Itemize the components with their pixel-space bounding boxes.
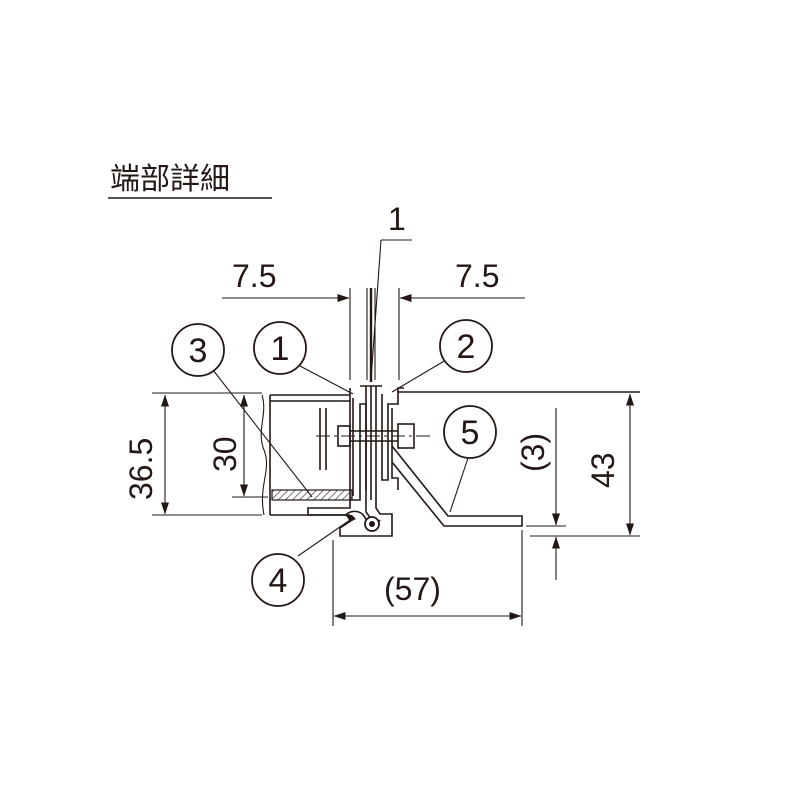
right-flashing-assembly <box>391 391 640 537</box>
center-joint-assembly <box>316 385 432 530</box>
dim-label-height-right: 43 <box>585 452 621 488</box>
leader-balloon-3 <box>212 369 313 498</box>
top-gap-dimensions: 7.5 7.5 1 <box>222 201 525 382</box>
balloon-5-circle <box>443 405 497 459</box>
balloon-5-label: 5 <box>461 414 480 452</box>
drawing-title: 端部詳細 <box>110 162 230 197</box>
balloon-2-label: 2 <box>457 328 476 366</box>
bottom-seal-assembly <box>308 510 393 537</box>
dim-label-height-inner: 30 <box>207 436 243 472</box>
dim-label-right-gap: 7.5 <box>455 258 499 294</box>
balloon-callouts: 3 1 2 5 4 <box>171 319 497 607</box>
seal-bead-core <box>369 521 375 527</box>
flashing-outer <box>391 445 523 527</box>
dim-label-bottom-width: (57) <box>384 571 441 607</box>
left-panel-break-line <box>260 394 268 516</box>
leader-balloon-1 <box>299 365 354 395</box>
left-vertical-dimensions: 36.5 30 <box>123 392 268 516</box>
title-group: 端部詳細 <box>108 162 272 199</box>
balloon-4-circle <box>251 553 305 607</box>
dim-label-height-outer: 36.5 <box>123 438 159 500</box>
dim-label-left-gap: 7.5 <box>232 258 276 294</box>
balloon-2-circle <box>439 319 493 373</box>
seal-lip-fill <box>346 515 356 522</box>
leader-balloon-5 <box>449 451 471 513</box>
balloon-3-label: 3 <box>189 332 208 370</box>
dim-label-offset-small: (3) <box>515 433 551 472</box>
leader-balloon-2 <box>391 359 447 393</box>
balloon-1-circle <box>253 321 307 375</box>
right-clip-inner <box>391 408 399 490</box>
balloon-4-label: 4 <box>269 562 288 600</box>
center-profile-right-wall <box>375 386 393 528</box>
left-clip-return <box>307 500 351 515</box>
callout-leader-top-vertical <box>370 239 382 381</box>
right-vertical-dimensions: 43 (3) <box>515 393 634 580</box>
callout-label-top: 1 <box>388 201 406 237</box>
balloon-3-circle <box>171 323 225 377</box>
balloon-1-label: 1 <box>271 330 290 368</box>
left-panel-hatched-core <box>271 489 353 501</box>
leader-balloon-4 <box>297 519 351 557</box>
bottom-width-dimension: (57) <box>332 530 523 626</box>
